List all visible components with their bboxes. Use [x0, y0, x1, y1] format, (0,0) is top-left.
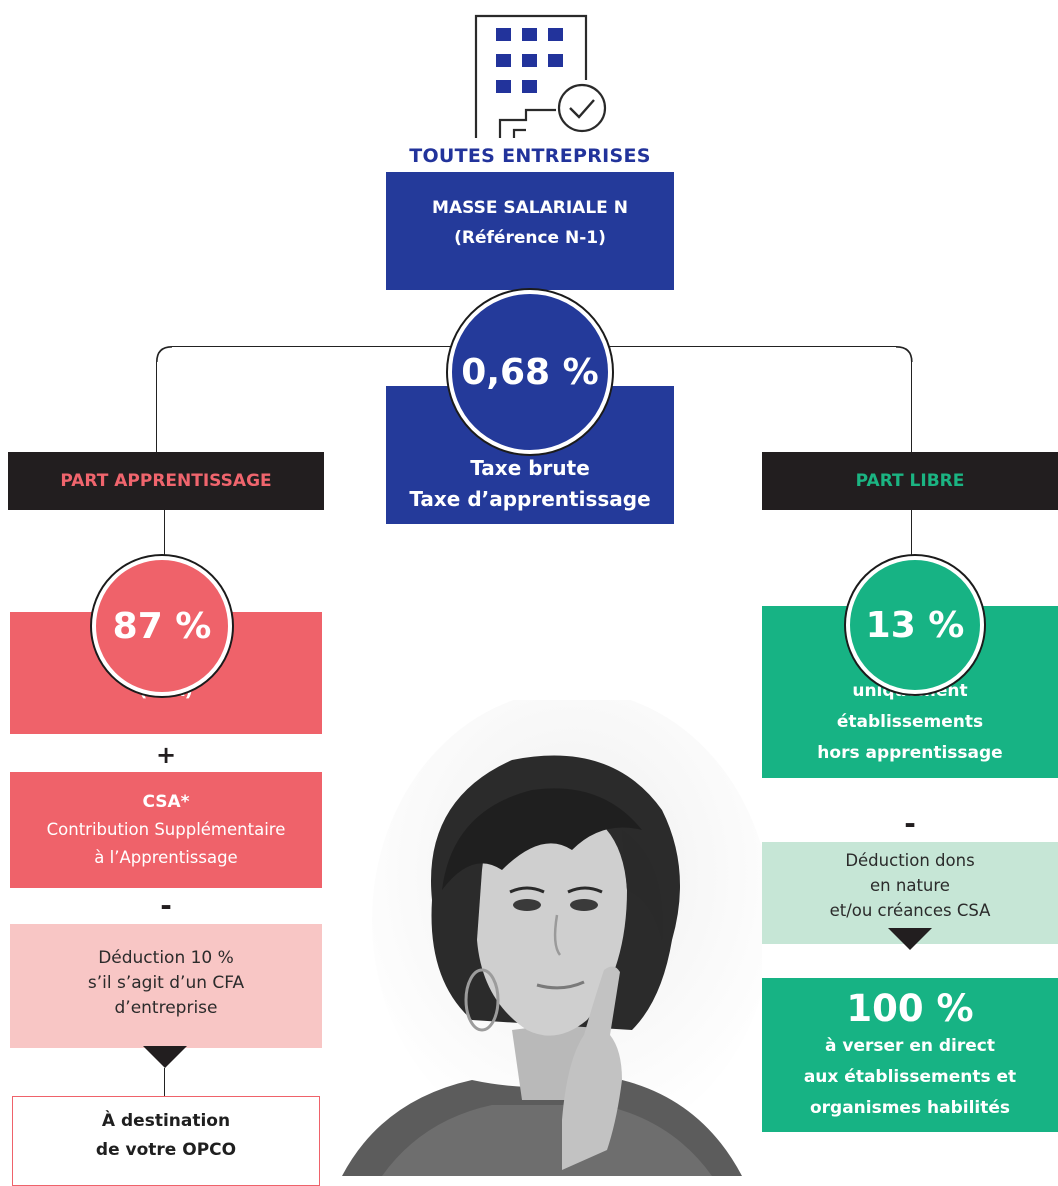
dons-line-2: en nature [870, 875, 950, 895]
deduction-line-1: Déduction 10 % [98, 947, 234, 968]
deduction-box: Déduction 10 % s’il s’agit d’un CFA d’en… [10, 924, 322, 1048]
plus-sign: + [155, 741, 177, 769]
left-percent-circle: 87 % [92, 556, 232, 696]
total-box: 100 % à verser en direct aux établisseme… [762, 978, 1058, 1132]
taxe-line-1: Taxe brute [470, 456, 590, 480]
masse-salariale-box: MASSE SALARIALE N (Référence N-1) [386, 172, 674, 290]
destination-box: À destination de votre OPCO [12, 1096, 320, 1186]
part-libre-tab: PART LIBRE [762, 452, 1058, 510]
building-check-icon [474, 14, 607, 138]
taxe-line-2: Taxe d’apprentissage [409, 487, 651, 511]
csa-line-2: à l’Apprentissage [94, 848, 238, 867]
arrow-down-left [143, 1046, 187, 1068]
destination-line-2: de votre OPCO [95, 1140, 237, 1160]
total-line-3: organismes habilités [809, 1097, 1011, 1118]
deduction-line-3: d’entreprise [114, 997, 218, 1018]
total-percent: 100 % [846, 986, 974, 1030]
connector-left-drop [156, 362, 157, 454]
dons-box: Déduction dons en nature et/ou créances … [762, 842, 1058, 944]
minus-sign-right: - [904, 806, 916, 840]
minus-sign-left: - [160, 888, 172, 922]
arrow-down-right [888, 928, 932, 950]
dons-line-3: et/ou créances CSA [829, 900, 991, 920]
connector-left-tab-to-circle [164, 510, 165, 558]
csa-box: CSA* Contribution Supplémentaire à l’App… [10, 772, 322, 888]
connector-right-drop [911, 362, 912, 454]
masse-line-2: (Référence N-1) [454, 228, 606, 248]
destination-line-1: À destination [101, 1111, 231, 1131]
right-percent-circle: 13 % [846, 556, 984, 694]
part-apprentissage-tab: PART APPRENTISSAGE [8, 452, 324, 510]
total-line-1: à verser en direct [825, 1035, 995, 1056]
connector-right-tab-to-circle [911, 510, 912, 558]
dons-line-1: Déduction dons [845, 850, 975, 870]
csa-line-1: Contribution Supplémentaire [46, 820, 286, 839]
uniquement-line-3: hors apprentissage [817, 742, 1003, 763]
header-title: TOUTES ENTREPRISES [409, 145, 651, 167]
masse-line-1: MASSE SALARIALE N [432, 198, 628, 218]
connector-corners [156, 346, 913, 363]
total-line-2: aux établissements et [803, 1066, 1017, 1087]
csa-title: CSA* [142, 792, 190, 812]
uniquement-line-2: établissements [836, 711, 984, 732]
connector-left-to-destination [164, 1068, 165, 1098]
woman-thinking-image [342, 700, 762, 1176]
deduction-line-2: s’il s’agit d’un CFA [87, 972, 245, 993]
rate-circle: 0,68 % [448, 290, 612, 454]
